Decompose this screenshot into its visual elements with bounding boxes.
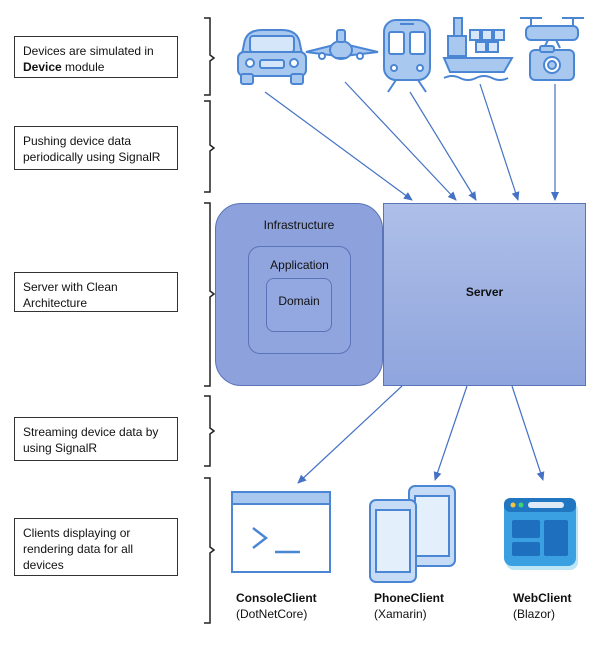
arrow-car [264, 91, 413, 201]
arrow-web [511, 385, 545, 481]
console-client-label: ConsoleClient (DotNetCore) [236, 591, 317, 621]
brace-server [204, 202, 216, 387]
train-icon [383, 19, 431, 93]
console-icon [231, 491, 331, 573]
application-label: Application [270, 258, 329, 272]
web-client-label: WebClient (Blazor) [513, 591, 572, 621]
brace-streaming [204, 395, 216, 467]
arrow-ship [479, 83, 520, 201]
car-icon [237, 29, 307, 85]
server-label-text: Server [465, 285, 504, 299]
ship-icon [442, 17, 514, 81]
brace-pushing [204, 100, 216, 193]
infrastructure-label: Infrastructure [263, 218, 335, 232]
server-box [383, 203, 586, 386]
airplane-icon [305, 29, 379, 60]
phone-icon [369, 485, 456, 583]
streaming-label: Streaming device data by using SignalR [14, 417, 178, 461]
arrow-console [297, 385, 403, 484]
drone-icon [520, 17, 584, 81]
arrow-phone [433, 385, 468, 481]
phone-client-label: PhoneClient (Xamarin) [374, 591, 445, 621]
devices-label: Devices are simulated in Device module [14, 36, 178, 78]
server-label: Server with Clean Architecture [14, 272, 178, 312]
domain-label: Domain [278, 294, 320, 308]
clients-label: Clients displaying or rendering data for… [14, 518, 178, 576]
brace-clients [204, 477, 216, 624]
arrow-train [409, 91, 477, 201]
domain-layer [266, 278, 332, 332]
arrow-plane [344, 81, 457, 201]
push-arrows [264, 81, 559, 201]
brace-devices [204, 17, 216, 96]
pushing-label: Pushing device data periodically using S… [14, 126, 178, 170]
stream-arrows [297, 385, 545, 484]
web-icon [504, 498, 578, 570]
